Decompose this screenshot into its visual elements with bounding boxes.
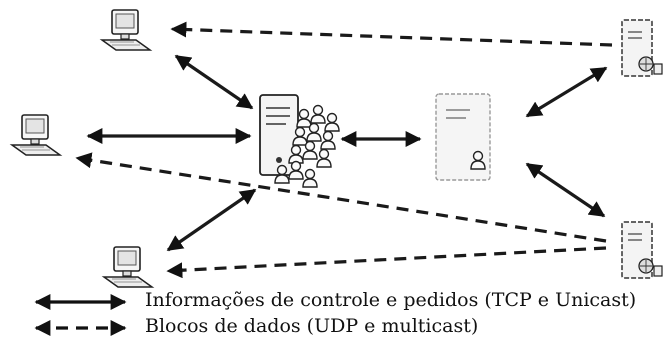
client-computer-top [101,9,151,51]
solid-link-user-to-edge-bottom [525,162,606,218]
user-server [435,93,491,181]
solid-link-client-bottom [166,188,257,252]
client-computer-bottom [103,246,153,288]
solid-link-client-top [174,54,254,110]
edge-server-top [621,19,663,77]
legend-dashed-label: Blocos de dados (UDP e multicast) [145,315,479,337]
edge-server-bottom [621,221,663,279]
legend-solid-label: Informações de controle e pedidos (TCP e… [145,289,637,311]
client-computer-middle [11,114,61,156]
dashed-link-edge-bottom-to-client-middle [75,152,607,243]
dashed-link-edge-top-to-client-top [170,21,613,47]
central-server-cluster [259,94,340,188]
dashed-link-edge-bottom-to-client-bottom [166,246,607,279]
solid-link-user-to-edge-top [525,66,608,118]
solid-connections [86,54,608,252]
dashed-connections [75,21,613,279]
